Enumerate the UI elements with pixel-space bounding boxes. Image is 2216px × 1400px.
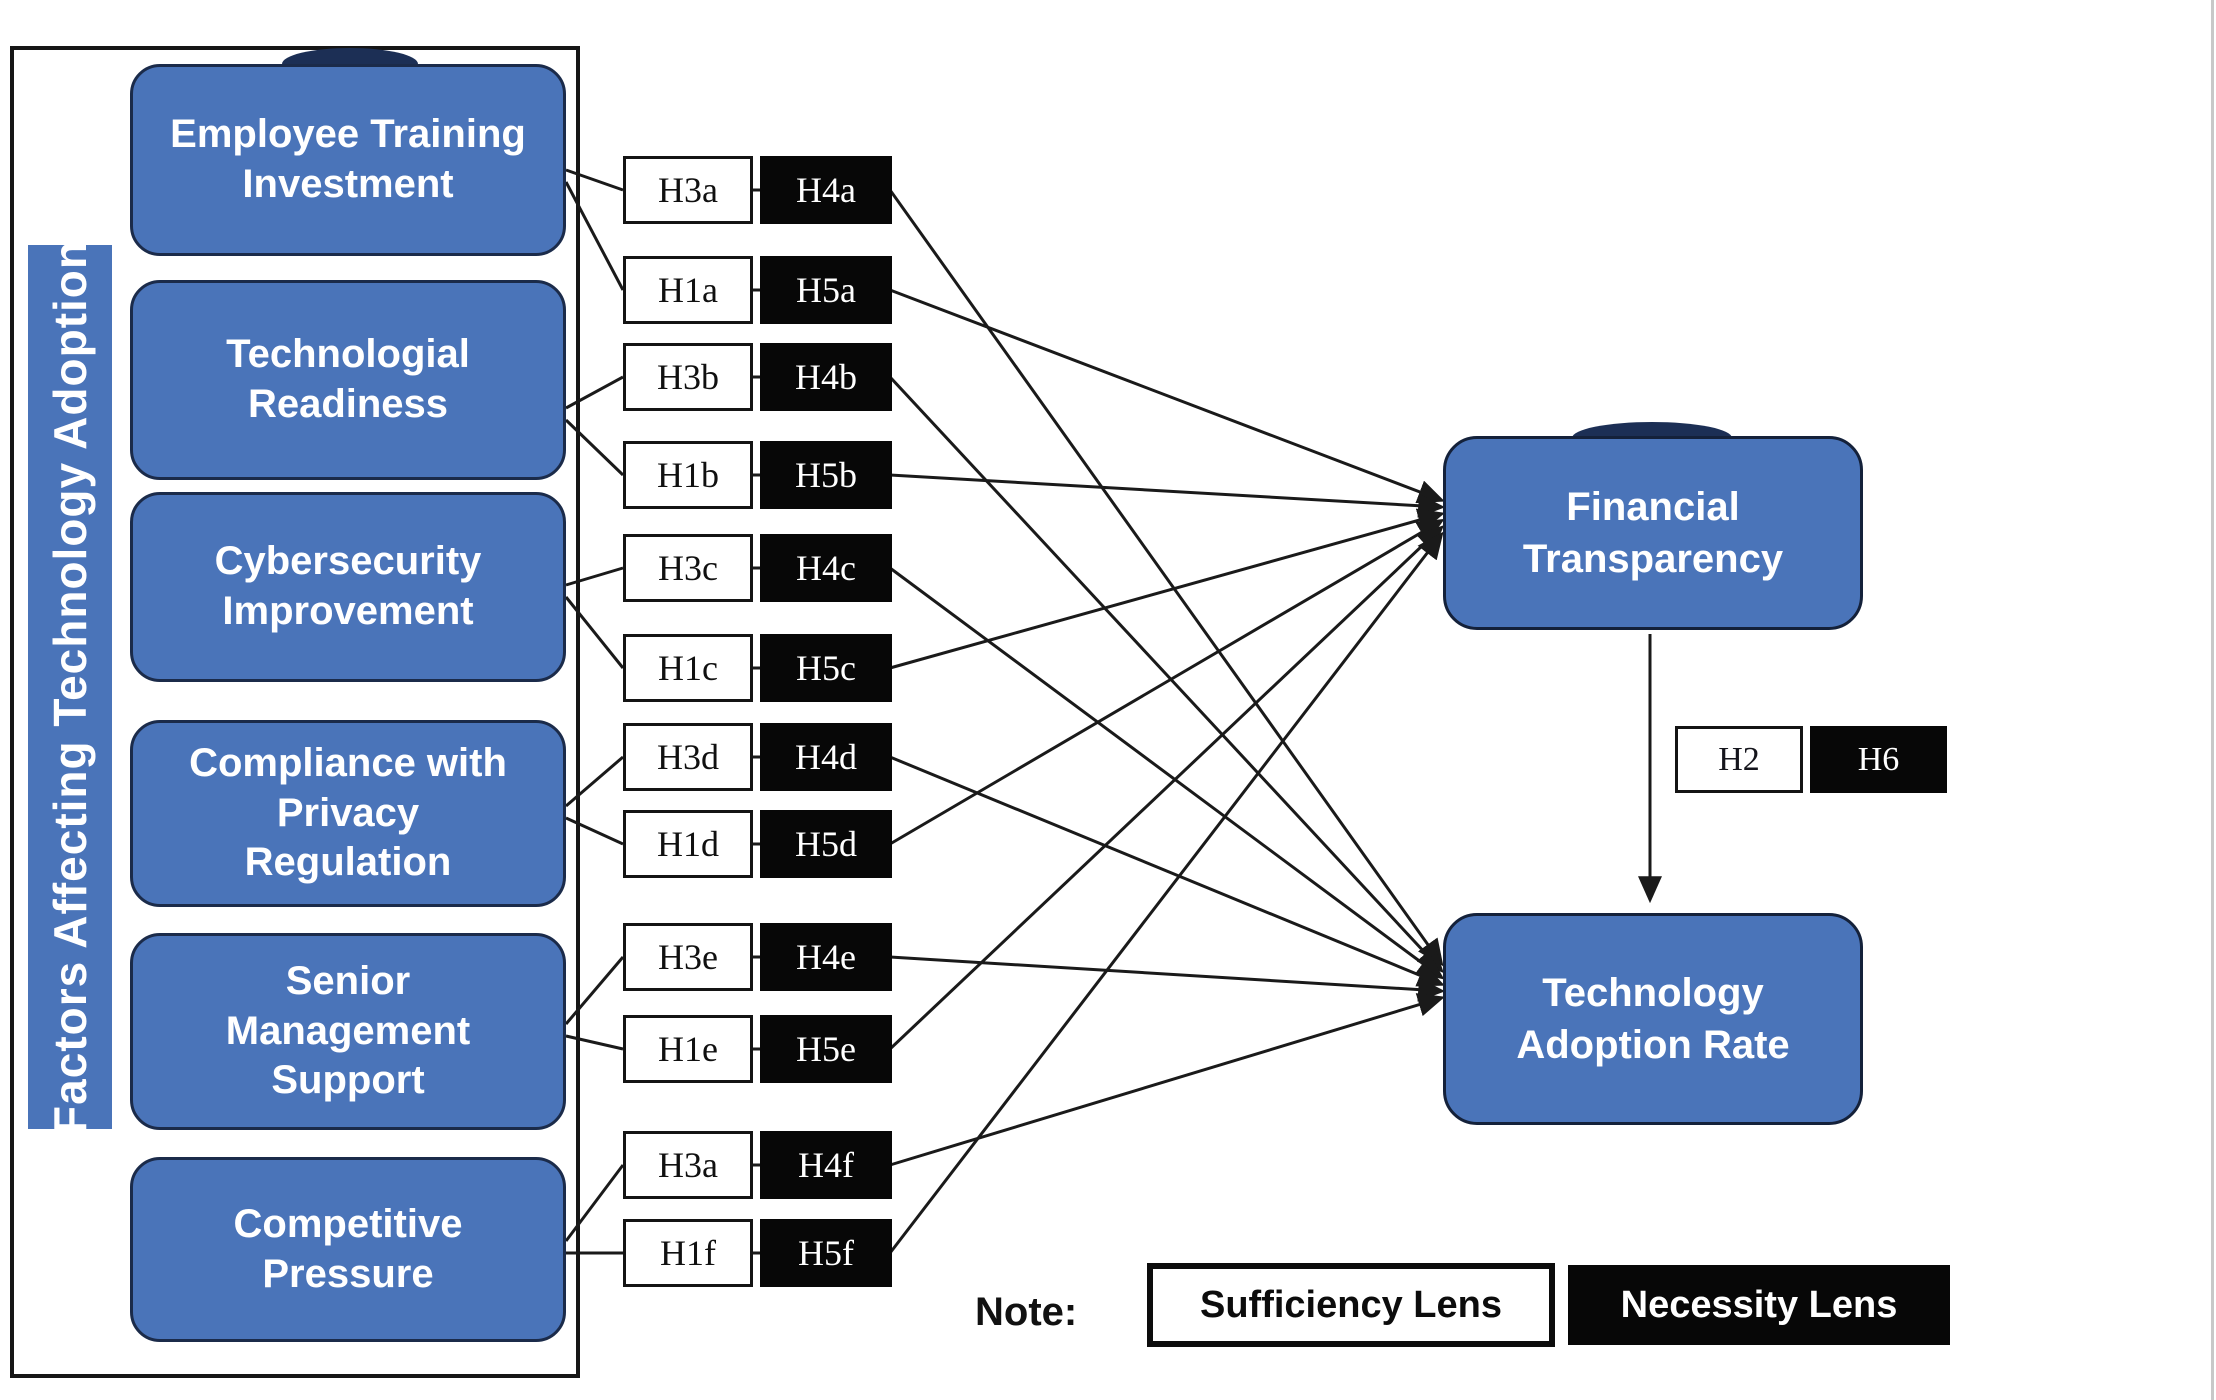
factor-label-0: Employee Training Investment <box>170 112 526 206</box>
connector-factor-to-h3b <box>565 375 624 410</box>
connector-factor-to-h1c <box>564 596 625 669</box>
connector-h4d-to-technology_adoption_rate <box>889 755 1445 987</box>
hypothesis-box-h6: H6 <box>1810 726 1947 793</box>
hypothesis-box-h3a-row10: H3a <box>623 1131 753 1199</box>
connector-h4e-to-technology_adoption_rate <box>889 955 1446 1002</box>
factor-box-2: Cybersecurity Improvement <box>130 492 566 682</box>
connector-h4f-to-technology_adoption_rate <box>889 993 1446 1167</box>
hypothesis-box-h1f-row11: H1f <box>623 1219 753 1287</box>
hypothesis-box-h2: H2 <box>1675 726 1803 793</box>
outcome-label: Financial Transparency <box>1522 485 1784 581</box>
outcome-label: Technology Adoption Rate <box>1516 971 1790 1067</box>
connector-factor-to-h3a <box>565 168 624 192</box>
hypothesis-box-h5e: H5e <box>760 1015 892 1083</box>
factor-box-5: Competitive Pressure <box>130 1157 566 1342</box>
hypothesis-box-h3d-row6: H3d <box>623 723 753 791</box>
factor-box-4: Senior Management Support <box>130 933 566 1130</box>
connector-h5d-to-financial_transparency <box>889 518 1445 846</box>
connector-h4a-to-technology_adoption_rate <box>888 189 1444 967</box>
connector-factor-to-h3a <box>564 1164 625 1242</box>
connector-h5c-to-financial_transparency <box>889 508 1446 670</box>
outcome-box-financial-transparency: Financial Transparency <box>1443 436 1863 630</box>
factors-group-title-bar: Factors Affecting Technology Adoption <box>28 240 112 1134</box>
hypothesis-box-h3a-row0: H3a <box>623 156 753 224</box>
factor-box-1: Technologial Readiness <box>130 280 566 480</box>
connector-h5f-to-financial_transparency <box>888 531 1444 1254</box>
hypothesis-box-h5c: H5c <box>760 634 892 702</box>
factors-group-frame <box>10 46 580 1378</box>
page-edge-line <box>2211 0 2214 1400</box>
outcome-box-technology-adoption-rate: Technology Adoption Rate <box>1443 913 1863 1125</box>
factor-box-3: Compliance with Privacy Regulation <box>130 720 566 907</box>
connector-factor-to-h3d <box>565 755 624 808</box>
hypothesis-box-h3c-row4: H3c <box>623 534 753 602</box>
hypothesis-box-h4e: H4e <box>760 923 892 991</box>
hypothesis-box-h4b: H4b <box>760 343 892 411</box>
hypothesis-box-h1d-row7: H1d <box>623 810 753 878</box>
connector-factor-to-h3c <box>565 566 624 587</box>
factor-label-3: Compliance with Privacy Regulation <box>189 741 507 885</box>
factor-label-1: Technologial Readiness <box>226 332 470 426</box>
connector-factor-to-h1d <box>565 816 624 846</box>
legend-necessity-lens: Necessity Lens <box>1568 1265 1950 1345</box>
connector-factor-to-h1e <box>565 1034 624 1051</box>
hypothesis-box-h5f: H5f <box>760 1219 892 1287</box>
hypothesis-box-h4c: H4c <box>760 534 892 602</box>
hypothesis-box-h3e-row8: H3e <box>623 923 753 991</box>
legend-sufficiency-lens: Sufficiency Lens <box>1147 1263 1555 1347</box>
factor-label-5: Competitive Pressure <box>233 1201 463 1296</box>
factor-label-4: Senior Management Support <box>225 959 471 1103</box>
hypothesis-box-h5d: H5d <box>760 810 892 878</box>
factor-label-2: Cybersecurity Improvement <box>214 539 482 633</box>
factor-box-0: Employee Training Investment <box>130 64 566 256</box>
connector-factor-to-h1a <box>564 181 625 291</box>
hypothesis-box-h1a-row1: H1a <box>623 256 753 324</box>
connector-h5e-to-financial_transparency <box>888 525 1445 1051</box>
connector-h4b-to-technology_adoption_rate <box>888 375 1444 974</box>
connector-h5b-to-financial_transparency <box>889 473 1446 518</box>
hypothesis-box-h4a: H4a <box>760 156 892 224</box>
hypothesis-box-h1c-row5: H1c <box>623 634 753 702</box>
hypothesis-box-h5a: H5a <box>760 256 892 324</box>
connector-h4c-to-technology_adoption_rate <box>889 566 1445 980</box>
hypothesis-box-h4f: H4f <box>760 1131 892 1199</box>
hypothesis-box-h1e-row9: H1e <box>623 1015 753 1083</box>
factors-group-title: Factors Affecting Technology Adoption <box>44 240 96 1134</box>
legend-note-label: Note: <box>975 1290 1078 1334</box>
connector-factor-to-h3e <box>564 956 625 1025</box>
hypothesis-box-h4d: H4d <box>760 723 892 791</box>
hypothesis-box-h3b-row2: H3b <box>623 343 753 411</box>
hypothesis-box-h1b-row3: H1b <box>623 441 753 509</box>
connector-h5a-to-financial_transparency <box>889 288 1445 504</box>
connector-factor-to-h1b <box>564 418 625 477</box>
hypothesis-box-h5b: H5b <box>760 441 892 509</box>
